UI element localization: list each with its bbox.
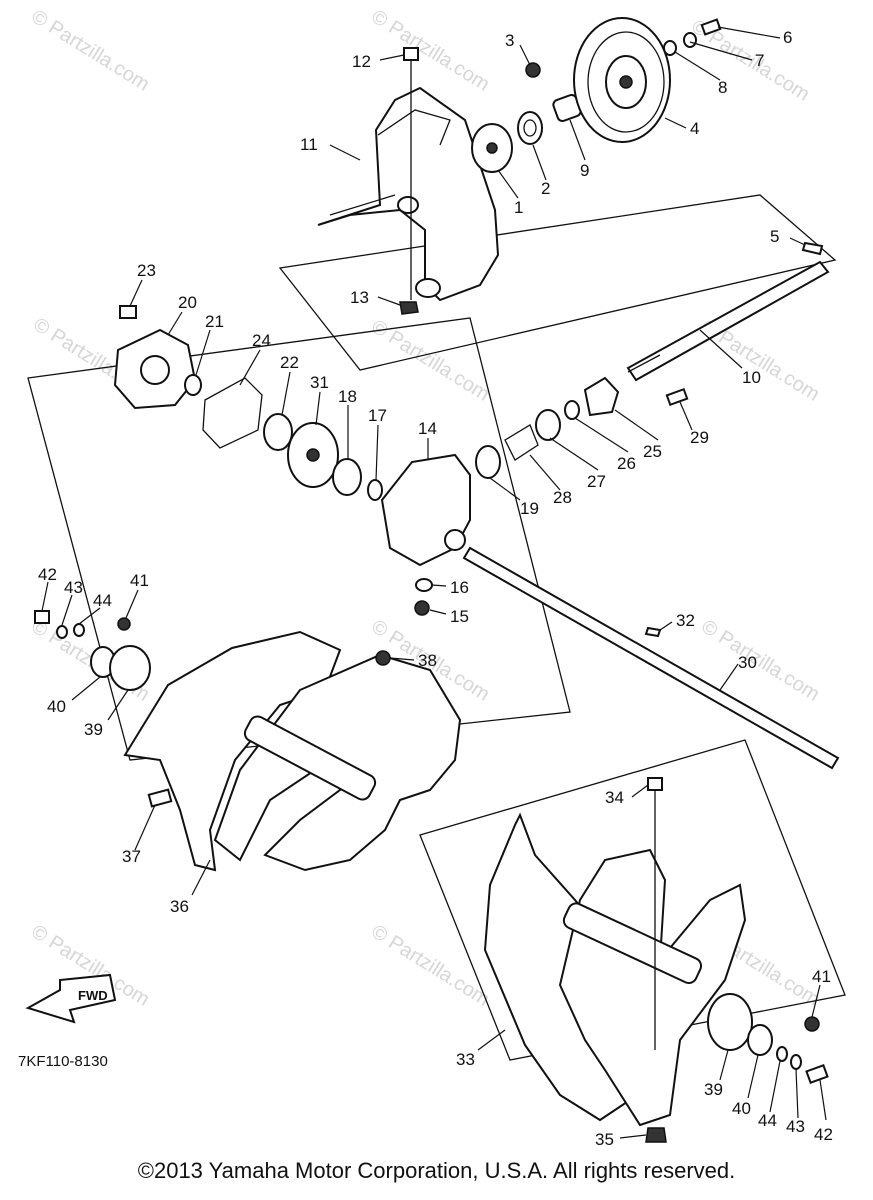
callout-39-right: 39 xyxy=(704,1080,723,1099)
drive-shaft xyxy=(626,260,830,382)
callout-43-right: 43 xyxy=(786,1117,805,1136)
callout-8: 8 xyxy=(718,78,727,97)
callout-11: 11 xyxy=(300,135,318,154)
callout-34: 34 xyxy=(605,788,624,807)
callout-16: 16 xyxy=(450,578,469,597)
callout-33: 33 xyxy=(456,1050,475,1069)
callout-21: 21 xyxy=(205,312,224,331)
callout-2: 2 xyxy=(541,179,550,198)
callout-22: 22 xyxy=(280,353,299,372)
leader-lines xyxy=(41,26,827,1139)
callout-44: 44 xyxy=(93,591,112,610)
callout-37: 37 xyxy=(122,847,141,866)
left-auger-assembly xyxy=(34,610,462,872)
callout-4: 4 xyxy=(690,119,699,138)
callout-38: 38 xyxy=(418,651,437,670)
fwd-arrow-icon: FWD xyxy=(25,973,117,1024)
upper-housing-assembly xyxy=(317,17,830,382)
diagram-code: 7KF110-8130 xyxy=(18,1053,108,1070)
callout-27: 27 xyxy=(587,472,606,491)
watermark: © Partzilla.com xyxy=(367,921,493,1011)
callout-14: 14 xyxy=(418,419,437,438)
watermark: © Partzilla.com xyxy=(367,6,493,96)
callout-44-right: 44 xyxy=(758,1111,777,1130)
callout-28: 28 xyxy=(553,488,572,507)
callout-18: 18 xyxy=(338,387,357,406)
gear-case-assembly xyxy=(113,305,840,770)
fwd-label: FWD xyxy=(78,988,108,1003)
callout-41-right: 41 xyxy=(812,967,831,986)
callout-7: 7 xyxy=(755,51,764,70)
callout-3: 3 xyxy=(505,31,514,50)
callout-40: 40 xyxy=(47,697,66,716)
callout-1: 1 xyxy=(514,198,523,217)
callout-13: 13 xyxy=(350,288,369,307)
callout-15: 15 xyxy=(450,607,469,626)
callout-32: 32 xyxy=(676,611,695,630)
callout-29: 29 xyxy=(690,428,709,447)
callout-12: 12 xyxy=(352,52,371,71)
callout-9: 9 xyxy=(580,161,589,180)
callout-30: 30 xyxy=(738,653,757,672)
callout-19: 19 xyxy=(520,499,539,518)
callout-42: 42 xyxy=(38,565,57,584)
callout-35: 35 xyxy=(595,1130,614,1149)
callout-42-right: 42 xyxy=(814,1125,833,1144)
callout-23: 23 xyxy=(137,261,156,280)
callout-20: 20 xyxy=(178,293,197,312)
callout-5: 5 xyxy=(770,227,779,246)
callout-41: 41 xyxy=(130,571,149,590)
callout-26: 26 xyxy=(617,454,636,473)
callout-31: 31 xyxy=(310,373,329,392)
callout-10: 10 xyxy=(742,368,761,387)
callout-39: 39 xyxy=(84,720,103,739)
callout-36: 36 xyxy=(170,897,189,916)
callout-24: 24 xyxy=(252,331,271,350)
callout-43: 43 xyxy=(64,578,83,597)
assembly-frames xyxy=(27,194,846,1061)
right-auger-assembly xyxy=(483,777,829,1143)
copyright-notice: ©2013 Yamaha Motor Corporation, U.S.A. A… xyxy=(137,1158,736,1183)
housing xyxy=(317,86,500,302)
callout-17: 17 xyxy=(368,406,387,425)
callout-6: 6 xyxy=(783,28,792,47)
auger-shaft xyxy=(462,546,840,770)
callout-25: 25 xyxy=(643,442,662,461)
watermark: © Partzilla.com xyxy=(27,6,153,96)
callout-labels: 3 6 7 8 4 9 2 1 12 11 5 13 10 23 20 21 2… xyxy=(38,28,833,1149)
callout-40-right: 40 xyxy=(732,1099,751,1118)
